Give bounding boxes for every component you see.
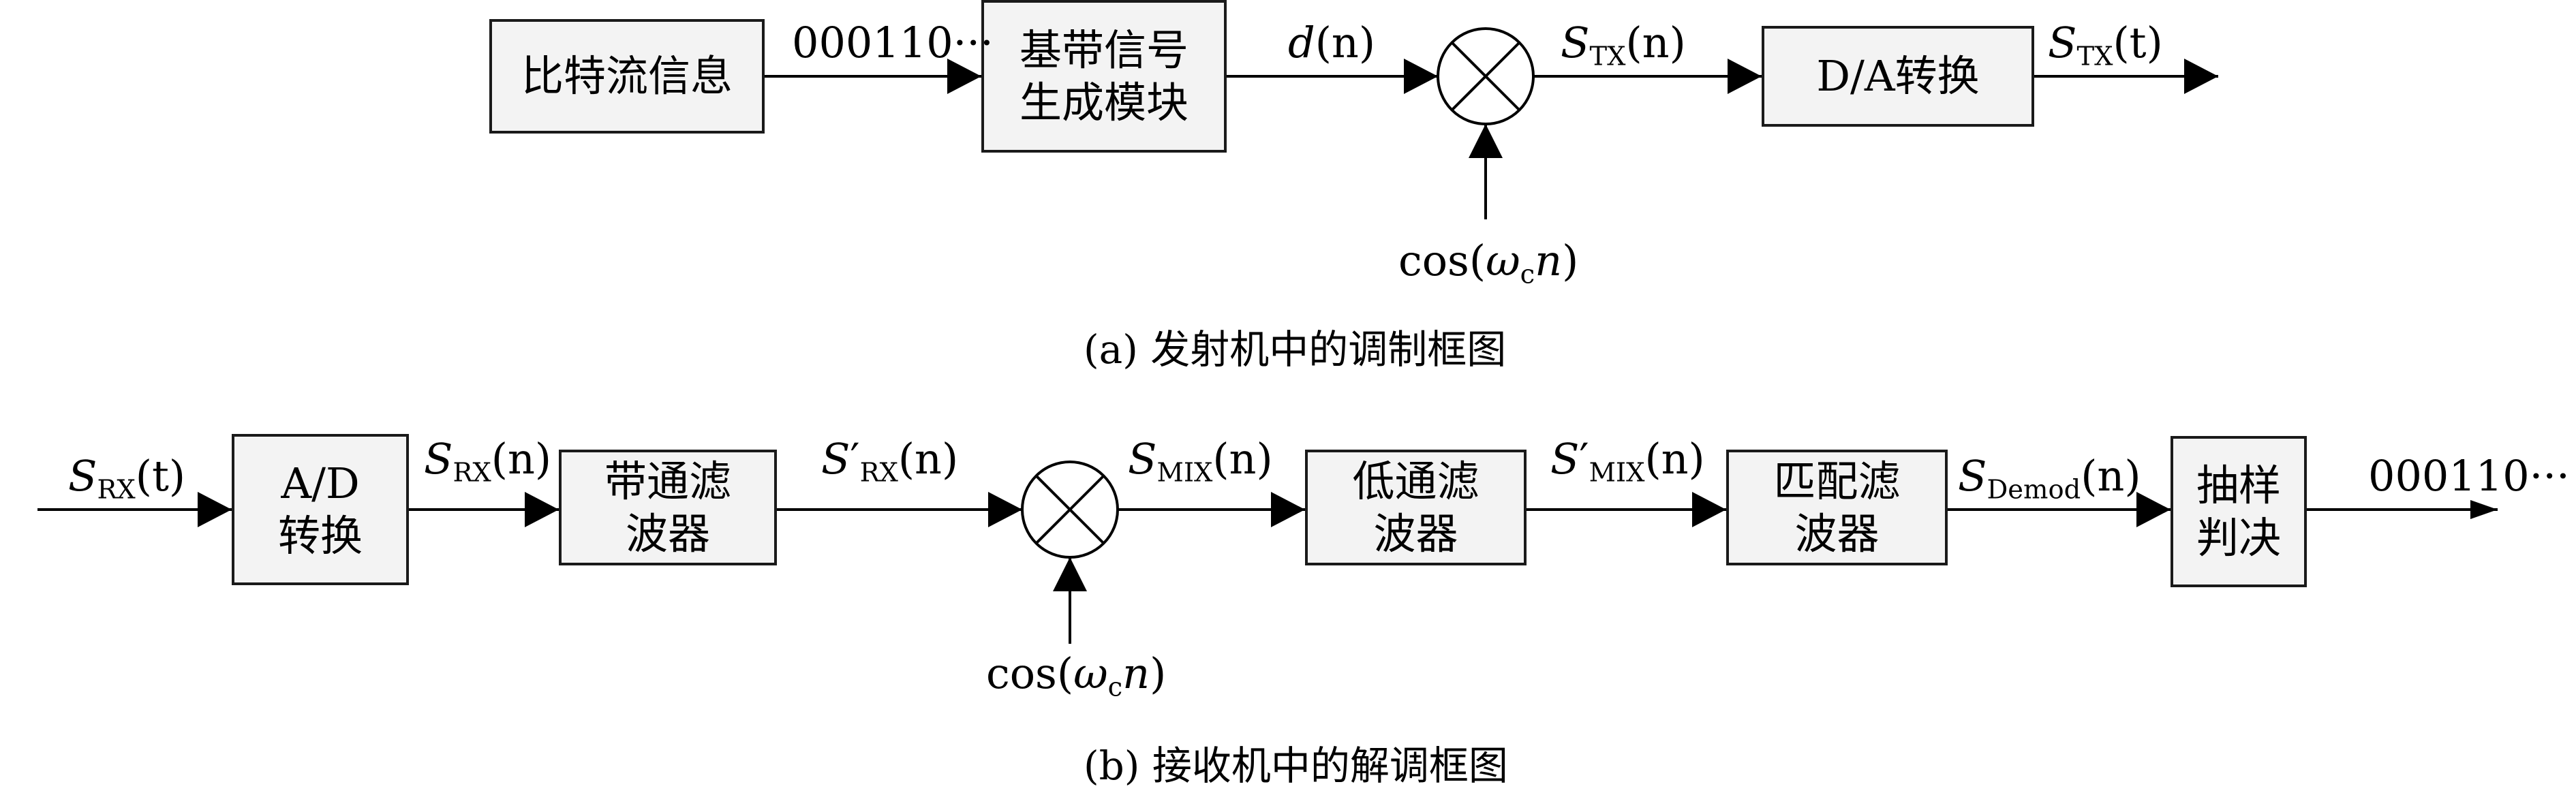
arrowhead (525, 492, 559, 527)
label-srx-t: SRX(t) (68, 451, 186, 505)
label-srx-prime: S′RX(n) (821, 434, 959, 488)
block-label-line2: 生成模块 (1019, 78, 1189, 127)
block-label-line2: 波器 (1373, 509, 1458, 559)
block-dac: D/A转换 (1762, 26, 2034, 127)
label-stx-n: STX(n) (1561, 18, 1686, 72)
block-label-line1: 基带信号 (1019, 25, 1189, 75)
label-bits-out: 000110··· (2368, 451, 2570, 501)
block-lowpass-filter: 低通滤 波器 (1305, 450, 1527, 565)
label-d-n: d(n) (1288, 18, 1376, 67)
arrowhead (947, 59, 981, 94)
block-baseband-generator: 基带信号 生成模块 (981, 0, 1227, 153)
block-label-line2: 判决 (2196, 513, 2281, 563)
arrowhead (988, 492, 1022, 527)
label-smix: SMIX(n) (1128, 434, 1273, 488)
block-label-line2: 波器 (625, 509, 710, 559)
arrowhead (2136, 492, 2171, 527)
block-sample-decision: 抽样 判决 (2171, 436, 2307, 587)
arrowhead (198, 492, 232, 527)
block-label-line1: 低通滤 (1352, 456, 1479, 506)
label-srx-n: SRX(n) (424, 434, 552, 488)
label-stx-t: STX(t) (2048, 18, 2163, 72)
caption-receiver: (b) 接收机中的解调框图 (1084, 743, 1508, 789)
caption-transmitter: (a) 发射机中的调制框图 (1084, 326, 1507, 373)
label-carrier-tx: cos(ωcn) (1398, 236, 1579, 290)
arrowhead (1271, 492, 1305, 527)
label-smix-prime: S′MIX(n) (1550, 434, 1705, 488)
block-matched-filter: 匹配滤 波器 (1726, 450, 1948, 565)
block-label: 比特流信息 (521, 51, 733, 102)
block-label-line1: 带通滤 (604, 456, 731, 506)
arrowhead (2470, 500, 2498, 519)
label-carrier-rx: cos(ωcn) (986, 649, 1167, 703)
arrowhead (2184, 59, 2218, 94)
arrowhead (1053, 557, 1087, 591)
arrowhead (1728, 59, 1762, 94)
block-label: D/A转换 (1816, 51, 1980, 102)
arrowhead (1404, 59, 1438, 94)
arrowhead (1692, 492, 1726, 527)
label-sdemod: SDemod(n) (1958, 451, 2141, 505)
block-label-line2: 转换 (277, 511, 363, 561)
block-label-line1: 匹配滤 (1773, 456, 1901, 506)
label-bits-in: 000110··· (792, 18, 994, 67)
block-label-line1: A/D (281, 458, 360, 508)
block-label-line2: 波器 (1794, 509, 1880, 559)
arrowhead (1469, 124, 1503, 158)
block-adc: A/D 转换 (232, 434, 409, 585)
block-bandpass-filter: 带通滤 波器 (559, 450, 777, 565)
block-label-line1: 抽样 (2196, 460, 2281, 510)
block-bitstream-source: 比特流信息 (489, 19, 765, 134)
